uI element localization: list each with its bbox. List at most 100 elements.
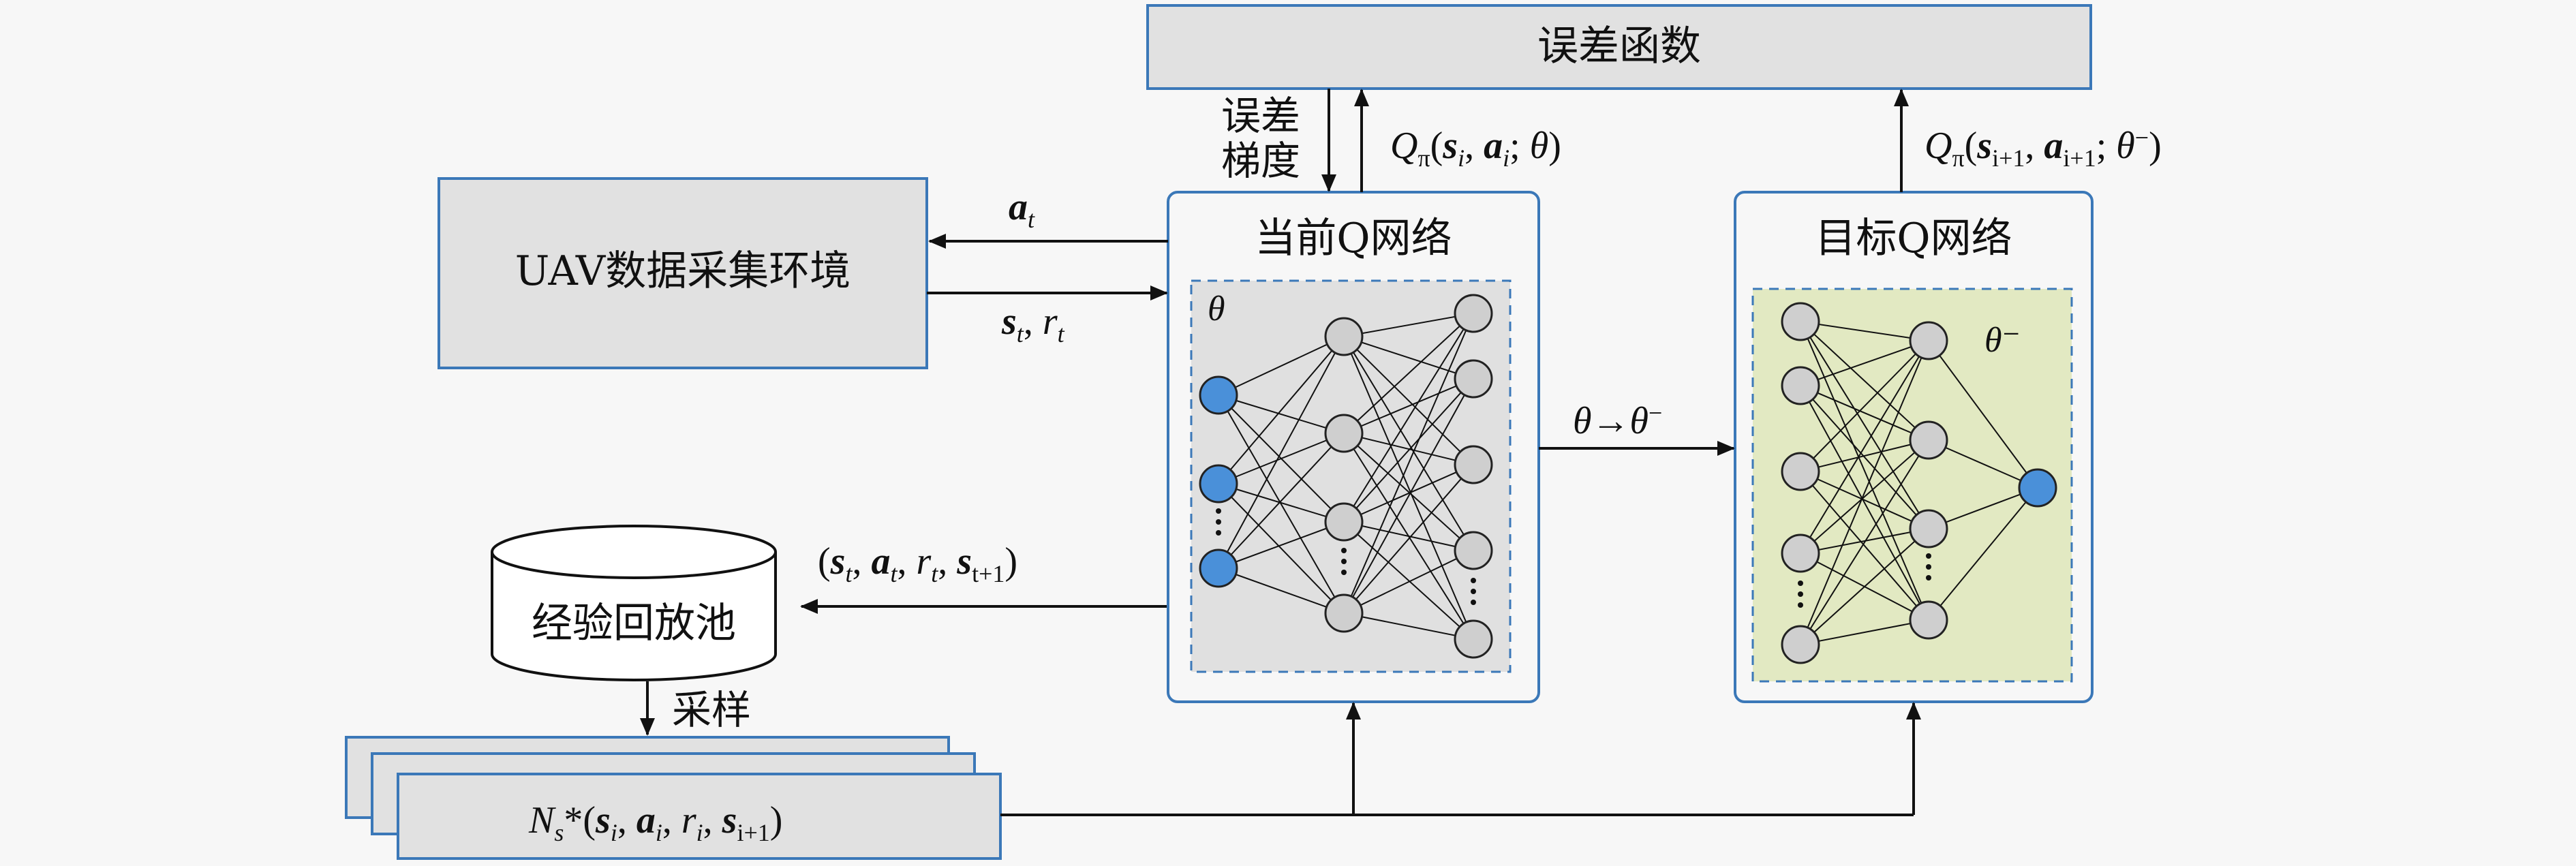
- target-net-node: [1781, 366, 1820, 405]
- target-net-edge: [1800, 340, 1929, 472]
- current-net-ellipsis-dot: [1216, 508, 1221, 514]
- minibatch-label: Ns*(si, ai, ri, si+1): [528, 799, 782, 846]
- current-net-edge: [1343, 313, 1474, 614]
- minibatch-card-front: [397, 773, 1002, 860]
- current-net-edge: [1343, 464, 1474, 614]
- target-net-param: θ⁻: [1984, 321, 2021, 360]
- target-net-edge: [1800, 619, 1929, 645]
- target-net-node: [1909, 509, 1948, 548]
- current-net-node: [1454, 359, 1493, 399]
- current-net-ellipsis-dot: [1216, 519, 1221, 525]
- current-net-graph: [1199, 294, 1493, 659]
- target-net-ellipsis-dot: [1798, 581, 1803, 586]
- environment-box: [438, 177, 928, 369]
- current-net-edge: [1343, 378, 1474, 614]
- environment-label: UAV数据采集环境: [515, 247, 850, 295]
- current-net-edge: [1218, 336, 1345, 484]
- current-net-edge: [1218, 483, 1345, 523]
- target-net-graph: [1781, 302, 2057, 664]
- current-net-param: θ: [1208, 290, 1225, 328]
- current-net-edge: [1343, 613, 1474, 640]
- current-net-node: [1454, 294, 1493, 333]
- target-net-edge: [1800, 385, 1929, 621]
- target-net-edge: [1800, 321, 1929, 621]
- current-q-network-title: 当前Q网络: [1255, 215, 1452, 262]
- error-function-label: 误差函数: [1537, 22, 1701, 70]
- target-net-edge: [1800, 321, 1929, 441]
- target-net-ellipsis-dot: [1798, 591, 1803, 597]
- current-net-ellipsis-dot: [1341, 548, 1347, 553]
- current-net-node: [1454, 445, 1493, 484]
- target-net-node: [1909, 321, 1948, 360]
- current-net-node: [1324, 593, 1364, 633]
- current-net-edge: [1218, 395, 1345, 434]
- target-net-edge: [1800, 439, 1929, 554]
- target-net-edge: [1800, 528, 1929, 554]
- current-net-node-blue: [1199, 464, 1238, 504]
- current-net-edge: [1343, 313, 1474, 337]
- current-net-edge: [1343, 378, 1474, 523]
- target-net-edge: [1800, 471, 1929, 529]
- current-net-edge: [1218, 521, 1345, 569]
- current-net-node-blue: [1199, 548, 1238, 588]
- current-net-edge: [1343, 336, 1474, 551]
- target-net-edge: [1800, 528, 1929, 645]
- current-net-edge: [1343, 433, 1474, 551]
- current-net-ellipsis-dot: [1216, 530, 1221, 536]
- target-net-edge: [1800, 340, 1929, 645]
- target-net-node: [1909, 600, 1948, 640]
- current-net-edge: [1343, 336, 1474, 465]
- target-net-edge: [1928, 487, 2038, 621]
- target-net-edge: [1928, 340, 2038, 489]
- target-net-node-blue: [2018, 468, 2057, 508]
- current-net-edge: [1343, 378, 1474, 434]
- current-net-edge: [1343, 313, 1474, 434]
- target-net-edge: [1800, 439, 1929, 472]
- current-net-node-blue: [1199, 375, 1238, 415]
- theta-copy-label: θ→θ−: [1573, 399, 1662, 442]
- action-label: at: [1009, 186, 1035, 233]
- current-net-edge: [1343, 336, 1474, 380]
- target-net-ellipsis-dot: [1926, 575, 1931, 581]
- current-net-ellipsis-dot: [1471, 578, 1476, 583]
- current-net-edge: [1218, 336, 1345, 569]
- replay-pool-label: 经验回放池: [532, 600, 736, 647]
- target-net-edge: [1800, 321, 1929, 341]
- current-net-edge: [1218, 395, 1345, 614]
- target-net-edge: [1928, 439, 2038, 489]
- current-net-edge: [1343, 433, 1474, 465]
- replay-pool-cylinder: [491, 525, 777, 681]
- target-net-ellipsis-dot: [1926, 553, 1931, 559]
- transition-label: (st, at, rt, st+1): [818, 540, 1017, 587]
- target-net-node: [1909, 420, 1948, 460]
- current-net-edge: [1343, 464, 1474, 523]
- current-net-edge: [1218, 568, 1345, 614]
- current-net-node: [1324, 317, 1364, 356]
- current-net-edge: [1343, 336, 1474, 640]
- current-net-edge: [1218, 336, 1345, 396]
- current-net-edge: [1343, 521, 1474, 640]
- current-net-node: [1454, 619, 1493, 659]
- q-current-label: Qπ(si, ai; θ): [1390, 125, 1561, 172]
- error-gradient-line2: 梯度: [1221, 138, 1300, 184]
- current-net-edge: [1343, 313, 1474, 523]
- current-net-node: [1454, 531, 1493, 570]
- target-net-ellipsis-dot: [1926, 564, 1931, 570]
- target-net-node: [1781, 452, 1820, 491]
- target-net-edge: [1800, 321, 1929, 529]
- target-net-node: [1781, 533, 1820, 573]
- current-net-edge: [1218, 433, 1345, 484]
- current-net-node: [1324, 414, 1364, 453]
- current-net-edge: [1218, 483, 1345, 614]
- error-gradient-line1: 误差: [1221, 93, 1300, 139]
- target-net-ellipsis-dot: [1798, 602, 1803, 608]
- target-net-node: [1781, 302, 1820, 341]
- current-net-ellipsis-dot: [1341, 559, 1347, 564]
- target-net-edge: [1800, 385, 1929, 441]
- current-net-ellipsis-dot: [1471, 600, 1476, 605]
- target-q-network-title: 目标Q网络: [1815, 215, 2012, 262]
- current-net-edge: [1218, 433, 1345, 569]
- target-net-edge: [1800, 471, 1929, 621]
